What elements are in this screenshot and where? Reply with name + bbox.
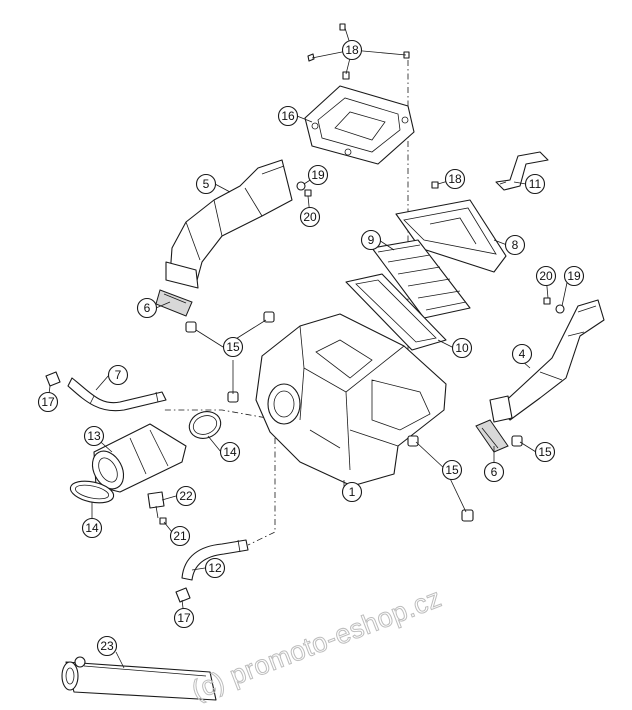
svg-text:15: 15	[445, 463, 459, 477]
part-6-right-gasket	[475, 419, 509, 453]
svg-text:16: 16	[281, 109, 295, 123]
part-14-clip-lower	[69, 480, 115, 504]
part-6-left-gasket	[155, 289, 193, 317]
callout-18-top: 18	[341, 39, 363, 61]
part-18-screws-top	[307, 23, 410, 80]
svg-text:22: 22	[179, 489, 193, 503]
callout-20-right: 20	[535, 265, 557, 287]
svg-text:9: 9	[368, 233, 375, 247]
part-8-filter-cover	[395, 199, 507, 273]
svg-text:12: 12	[208, 561, 222, 575]
part-7-breather-hose	[67, 377, 167, 412]
svg-text:15: 15	[226, 340, 240, 354]
callout-1: 1	[341, 481, 363, 503]
svg-text:13: 13	[87, 429, 101, 443]
callout-22: 22	[175, 485, 197, 507]
callout-15-lower: 15	[441, 459, 463, 481]
callout-6-left: 6	[136, 297, 158, 319]
callout-15-right: 15	[534, 441, 556, 463]
watermark: (c) promoto-eshop.cz	[187, 583, 445, 706]
callout-13: 13	[83, 425, 105, 447]
callout-21: 21	[169, 525, 191, 547]
callout-12: 12	[204, 557, 226, 579]
svg-text:14: 14	[223, 445, 237, 459]
part-17-clamp-lower	[175, 587, 191, 603]
svg-text:23: 23	[100, 639, 114, 653]
svg-text:14: 14	[85, 521, 99, 535]
part-19-20-fasteners-right	[543, 297, 565, 314]
svg-text:15: 15	[538, 445, 552, 459]
svg-text:19: 19	[567, 269, 581, 283]
part-19-20-fasteners-left	[296, 181, 312, 197]
part-10-filter-frame	[345, 273, 447, 351]
callout-7: 7	[107, 364, 129, 386]
svg-text:18: 18	[345, 43, 359, 57]
svg-text:20: 20	[539, 269, 553, 283]
part-5-left-intake-duct	[165, 159, 293, 289]
part-22-sensor	[147, 491, 165, 519]
svg-text:17: 17	[177, 611, 191, 625]
callout-20-left: 20	[299, 206, 321, 228]
callout-14-lower: 14	[81, 517, 103, 539]
svg-text:6: 6	[491, 465, 498, 479]
part-1-air-box	[255, 313, 447, 487]
callout-14-upper: 14	[219, 441, 241, 463]
svg-text:4: 4	[519, 347, 526, 361]
callouts: 18 16 5 19 20 18 11 9 8 20 19 6 15 10 4	[37, 39, 585, 657]
callout-23: 23	[96, 635, 118, 657]
callout-19-left: 19	[307, 164, 329, 186]
callout-15-upper: 15	[222, 336, 244, 358]
part-23-side-tube	[61, 656, 217, 701]
callout-17-upper: 17	[37, 391, 59, 413]
part-4-right-intake-duct	[489, 299, 605, 423]
callout-18-right: 18	[444, 168, 466, 190]
callout-6-right: 6	[483, 461, 505, 483]
svg-text:20: 20	[303, 210, 317, 224]
callout-16: 16	[277, 105, 299, 127]
part-15-grommets	[185, 311, 523, 522]
callout-5: 5	[195, 173, 217, 195]
callout-19-right: 19	[563, 265, 585, 287]
svg-text:6: 6	[144, 301, 151, 315]
part-11-bracket	[495, 151, 549, 191]
svg-text:18: 18	[448, 172, 462, 186]
svg-text:8: 8	[512, 238, 519, 252]
svg-text:10: 10	[455, 341, 469, 355]
callout-9: 9	[360, 229, 382, 251]
svg-text:5: 5	[203, 177, 210, 191]
part-18-screw-right	[431, 181, 439, 189]
svg-text:7: 7	[115, 368, 122, 382]
part-14-clip-upper	[188, 411, 222, 439]
callout-10: 10	[451, 337, 473, 359]
part-16-lid-frame	[304, 85, 415, 165]
callout-17-lower: 17	[173, 607, 195, 629]
svg-text:17: 17	[41, 395, 55, 409]
part-9-air-filter	[371, 239, 471, 319]
callout-11: 11	[524, 173, 546, 195]
svg-text:11: 11	[529, 177, 542, 191]
callout-8: 8	[504, 234, 526, 256]
svg-text:21: 21	[173, 529, 187, 543]
svg-text:1: 1	[349, 485, 356, 499]
svg-text:19: 19	[311, 168, 325, 182]
part-17-clamp-upper	[45, 371, 61, 387]
callout-4: 4	[511, 343, 533, 365]
